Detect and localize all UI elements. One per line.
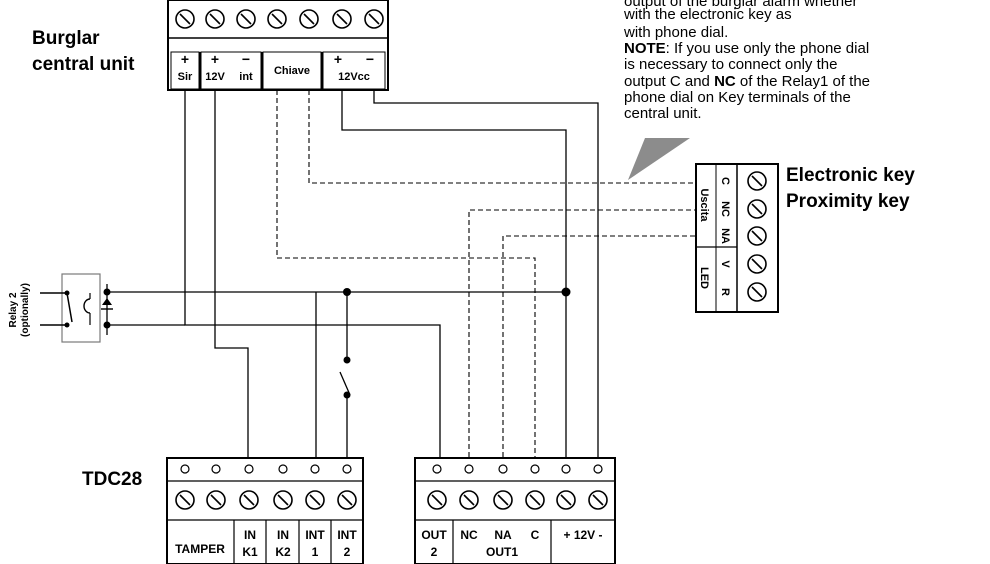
note-line-4: : If you use only the phone dial [666,40,869,57]
note-label: NOTE [624,40,666,57]
out1-label: OUT1 [486,545,518,559]
sir-sign: + [181,51,189,67]
chiave-label: Chiave [274,65,310,77]
ekey-nc-label: NC [719,201,731,217]
out1-c-label: C [531,528,540,542]
ekey-c-label: C [719,177,731,185]
relay-2-symbol [40,273,113,343]
int1-label-b: 1 [312,545,319,559]
central-unit-block: + Sir + 12V − int Chiave + − 12Vcc [167,0,389,91]
note-line-6c: of the Relay1 of the [736,73,870,90]
out2-label-b: 2 [431,545,438,559]
tdc28-title: TDC28 [82,469,142,490]
v12-sign: + [211,51,219,67]
tdc28-right-block: OUT 2 NC NA C OUT1 + 12V - [414,457,616,564]
solid-wires [106,90,599,465]
int1-label-a: INT [305,528,325,542]
v12-label: 12V [205,71,225,83]
note-line-5: is necessary to connect only the [624,56,837,73]
ekey-led-label: LED [698,267,710,289]
svg-text:output C and NC of the Relay1: output C and NC of the Relay1 of the [624,73,870,90]
vcc-plus: + [334,51,342,67]
ink2-label-b: K2 [275,545,291,559]
int2-label-a: INT [337,528,357,542]
vcc-minus: − [366,51,374,67]
note-line-6a: output C and [624,73,714,90]
note-line-2: with the electronic key as [623,6,792,23]
ink2-label-a: IN [277,528,289,542]
note-line-8: central unit. [624,105,702,122]
ekey-v-label: V [719,260,731,268]
ekey-uscita-label: Uscita [698,188,710,222]
note-text: output of the burglar alarm whether with… [623,0,870,122]
ekey-title-1: Electronic key [786,165,915,186]
sir-label: Sir [178,71,193,83]
tamper-label: TAMPER [175,542,225,556]
power-12v-label: + 12V - [563,528,602,542]
ekey-title-2: Proximity key [786,191,910,212]
svg-text:NOTE: If you use only the pho: NOTE: If you use only the phone dial [624,40,869,57]
electronic-key-block: C NC NA Uscita V R LED [695,163,779,313]
relay-label-1: Relay 2 [8,292,19,327]
ink1-label-a: IN [244,528,256,542]
dashed-wires [276,90,696,465]
burglar-title-1: Burglar [32,28,100,49]
out1-nc-label: NC [460,528,478,542]
int-label: int [239,71,253,83]
out2-label-a: OUT [421,528,447,542]
burglar-title-2: central unit [32,54,135,75]
vcc-label: 12Vcc [338,71,370,83]
note-line-1: output of the burglar alarm whether [624,0,857,10]
tdc28-left-block: TAMPER IN K1 IN K2 INT 1 INT 2 [166,457,364,564]
note-line-7: phone dial on Key terminals of the [624,89,851,106]
note-pointer-arrow [628,138,690,180]
ekey-na-label: NA [719,228,731,244]
note-line-6b: NC [714,73,736,90]
note-line-3: with phone dial. [623,24,728,41]
ink1-label-b: K1 [242,545,258,559]
int2-label-b: 2 [344,545,351,559]
wire-junctions [103,287,571,399]
relay-label-2: (optionally) [20,283,31,337]
out1-na-label: NA [494,528,512,542]
int-sign: − [242,51,250,67]
ekey-r-label: R [719,288,731,296]
